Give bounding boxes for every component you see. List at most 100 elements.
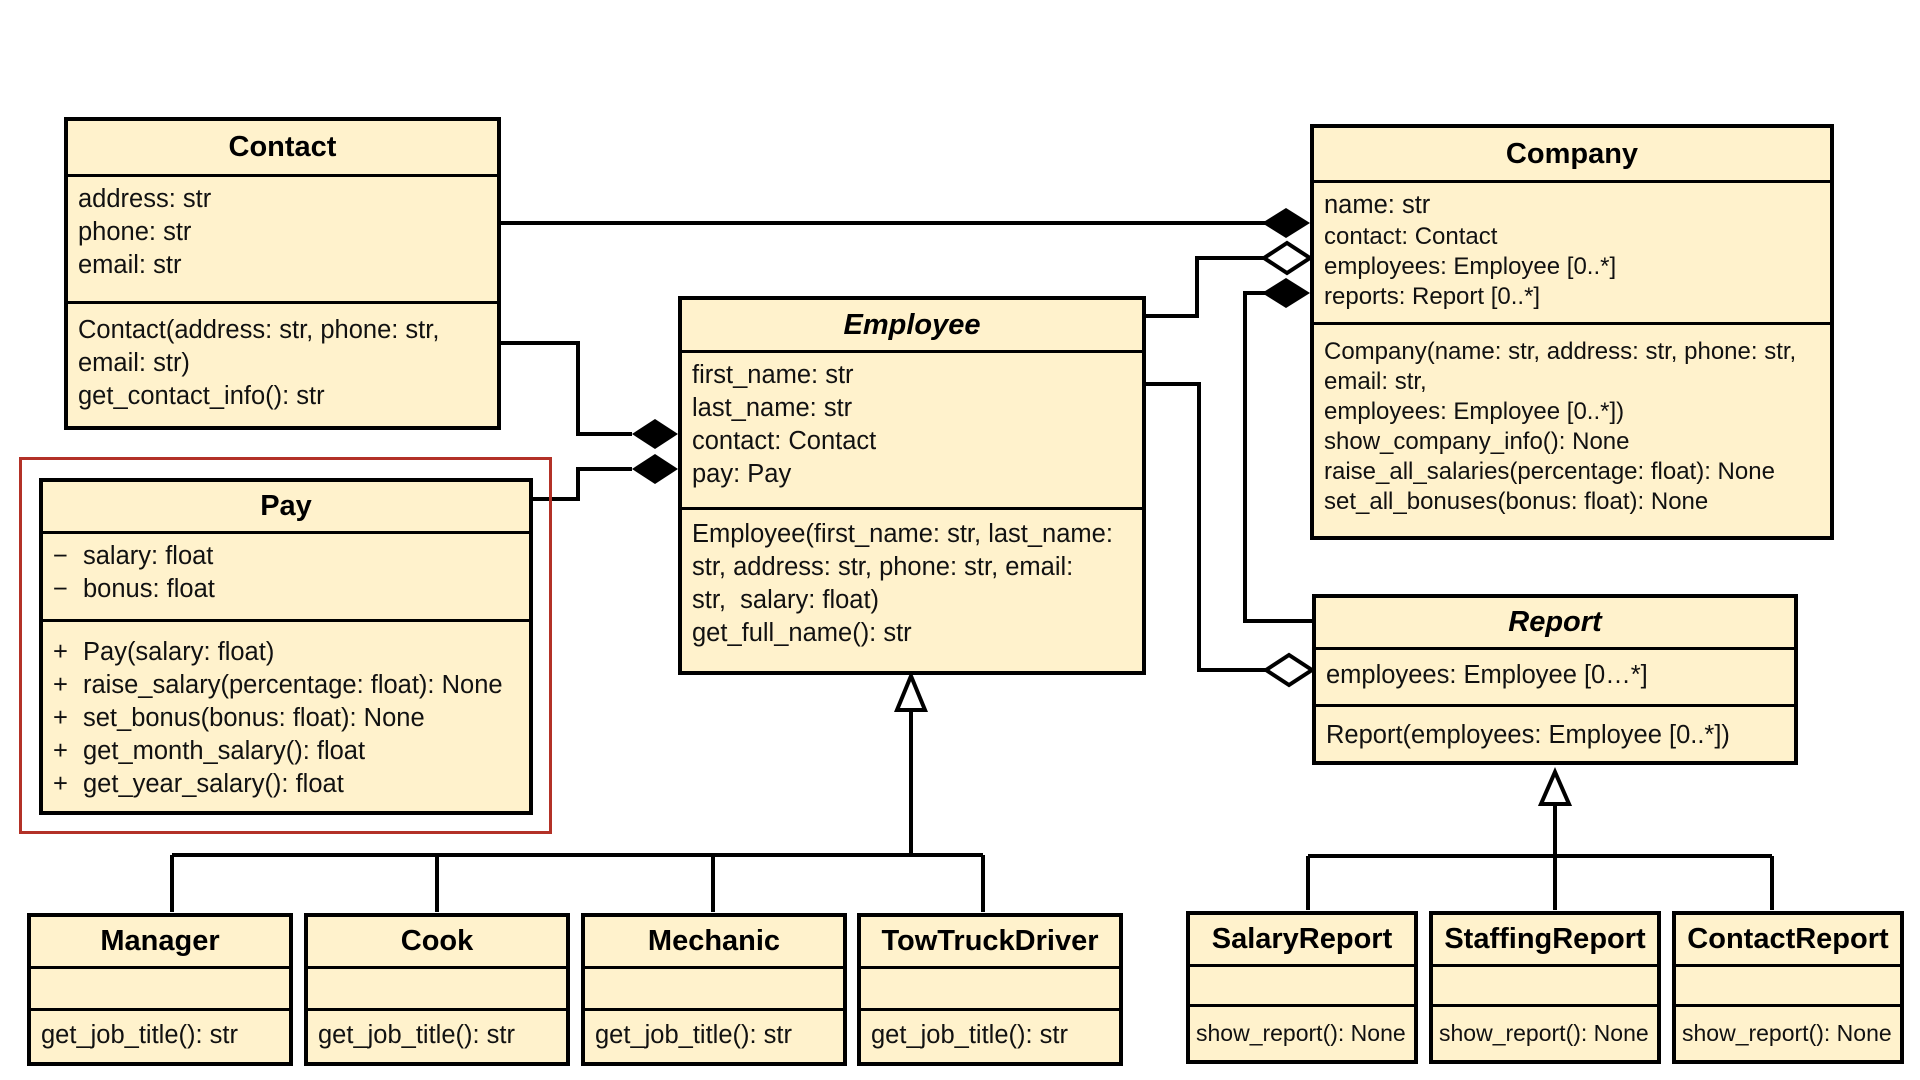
class-cook-methods: get_job_title(): str — [308, 1011, 566, 1062]
class-staffing-report-attributes — [1433, 967, 1657, 1007]
pay-class-highlight-frame — [19, 457, 552, 834]
report-method-constructor: Report(employees: Employee [0..*]) — [1326, 721, 1730, 749]
company-method-raise-all-salaries: raise_all_salaries(percentage: float): N… — [1324, 458, 1775, 485]
class-contact: Contact address: str phone: str email: s… — [64, 117, 501, 430]
employee-inheritance-arrowhead — [894, 670, 928, 712]
class-salary-report-methods: show_report(): None — [1190, 1007, 1414, 1060]
company-reports-composition-diamond — [1262, 278, 1310, 308]
employee-pay-composition-diamond — [632, 454, 678, 484]
pay-method-raise-salary: + raise_salary(percentage: float): None — [53, 669, 519, 702]
class-cook-attributes — [308, 969, 566, 1011]
pay-method-get-year-salary: +get_year_salary(): float — [53, 768, 519, 801]
salary-report-method-show-report: show_report(): None — [1196, 1020, 1406, 1046]
class-tow-truck-driver: TowTruckDriver get_job_title(): str — [857, 913, 1123, 1066]
pay-method-get-month-salary: + get_month_salary(): float — [53, 735, 519, 768]
employee-method-constructor: Employee(first_name: str, last_name: — [692, 520, 1113, 548]
class-manager-methods: get_job_title(): str — [31, 1011, 289, 1062]
company-method-constructor-cont1: email: str, — [1324, 368, 1427, 395]
class-tow-truck-driver-attributes — [861, 969, 1119, 1011]
class-staffing-report: StaffingReport show_report(): None — [1429, 911, 1661, 1064]
class-mechanic-attributes — [585, 969, 843, 1011]
report-inheritance-arrowhead — [1537, 767, 1573, 806]
employee-method-get-full-name: get_full_name(): str — [692, 619, 912, 647]
class-report-attributes: employees: Employee [0…*] — [1316, 650, 1794, 707]
class-salary-report-attributes — [1190, 967, 1414, 1007]
class-staffing-report-title: StaffingReport — [1433, 915, 1657, 967]
class-employee-methods: Employee(first_name: str, last_name: str… — [682, 510, 1142, 671]
pay-attr-salary-text: salary: float — [83, 542, 214, 570]
company-method-set-all-bonuses: set_all_bonuses(bonus: float): None — [1324, 488, 1709, 515]
pay-attr-bonus-text: bonus: float — [83, 575, 215, 603]
pay-attr-bonus: −bonus: float — [53, 573, 519, 606]
pay-employee-composition-line — [531, 467, 632, 501]
pay-method-constructor: +Pay(salary: float) — [53, 636, 519, 669]
pay-method-set-bonus-visibility: + — [53, 704, 68, 732]
pay-attr-salary-visibility: − — [53, 542, 68, 570]
class-pay-attributes: −salary: float −bonus: float — [43, 534, 529, 622]
pay-method-get-month-salary-visibility: + — [53, 737, 68, 765]
class-mechanic-title: Mechanic — [585, 917, 843, 969]
class-pay: Pay −salary: float −bonus: float +Pay(sa… — [39, 478, 533, 815]
class-pay-methods: +Pay(salary: float) + raise_salary(percen… — [43, 622, 529, 811]
contact-method-constructor-cont: email: str) — [78, 349, 190, 377]
contact-attr-email: email: str — [78, 251, 182, 279]
pay-method-set-bonus-text: set_bonus(bonus: float): None — [83, 704, 425, 732]
report-attr-employees: employees: Employee [0…*] — [1326, 661, 1648, 689]
company-method-constructor: Company(name: str, address: str, phone: … — [1324, 338, 1797, 365]
class-company-title: Company — [1314, 128, 1830, 183]
pay-method-raise-salary-text: raise_salary(percentage: float): None — [83, 671, 503, 699]
class-company-methods: Company(name: str, address: str, phone: … — [1314, 325, 1830, 536]
contact-method-constructor: Contact(address: str, phone: str, — [78, 316, 440, 344]
pay-method-set-bonus: + set_bonus(bonus: float): None — [53, 702, 519, 735]
company-method-show-company-info: show_company_info(): None — [1324, 428, 1630, 455]
class-report: Report employees: Employee [0…*] Report(… — [1312, 594, 1798, 765]
class-tow-truck-driver-title: TowTruckDriver — [861, 917, 1119, 969]
class-employee-attributes: first_name: str last_name: str contact: … — [682, 353, 1142, 510]
class-contact-methods: Contact(address: str, phone: str, email:… — [68, 304, 497, 426]
class-manager: Manager get_job_title(): str — [27, 913, 293, 1066]
pay-method-get-year-salary-visibility: + — [53, 770, 68, 798]
employee-report-aggregation-line — [1144, 382, 1270, 672]
pay-method-raise-salary-visibility: + — [53, 671, 68, 699]
manager-method-get-job-title: get_job_title(): str — [41, 1021, 239, 1049]
class-contact-report-attributes — [1676, 967, 1900, 1007]
contact-method-get-contact-info: get_contact_info(): str — [78, 382, 325, 410]
report-company-composition-line — [1243, 291, 1313, 623]
report-employees-aggregation-diamond — [1262, 652, 1316, 688]
class-company-attributes: name: str contact: Contact employees: Em… — [1314, 183, 1830, 325]
class-contact-report-methods: show_report(): None — [1676, 1007, 1900, 1060]
employee-attr-last-name: last_name: str — [692, 394, 853, 422]
employee-method-constructor-cont1: str, address: str, phone: str, email: — [692, 553, 1074, 581]
company-method-constructor-cont2: employees: Employee [0..*]) — [1324, 398, 1625, 425]
class-company: Company name: str contact: Contact emplo… — [1310, 124, 1834, 540]
class-manager-title: Manager — [31, 917, 289, 969]
class-cook: Cook get_job_title(): str — [304, 913, 570, 1066]
pay-method-get-month-salary-text: get_month_salary(): float — [83, 737, 366, 765]
company-employees-aggregation-diamond — [1260, 240, 1314, 276]
class-report-title: Report — [1316, 598, 1794, 650]
pay-method-constructor-visibility: + — [53, 638, 68, 666]
contact-attr-phone: phone: str — [78, 218, 192, 246]
pay-attr-salary: −salary: float — [53, 540, 519, 573]
class-tow-truck-driver-methods: get_job_title(): str — [861, 1011, 1119, 1062]
tow-truck-driver-method-get-job-title: get_job_title(): str — [871, 1021, 1069, 1049]
employee-attr-first-name: first_name: str — [692, 361, 854, 389]
class-staffing-report-methods: show_report(): None — [1433, 1007, 1657, 1060]
class-manager-attributes — [31, 969, 289, 1011]
employee-attr-contact: contact: Contact — [692, 427, 877, 455]
pay-attr-bonus-visibility: − — [53, 575, 68, 603]
mechanic-method-get-job-title: get_job_title(): str — [595, 1021, 793, 1049]
class-contact-report-title: ContactReport — [1676, 915, 1900, 967]
class-report-methods: Report(employees: Employee [0..*]) — [1316, 707, 1794, 761]
class-mechanic-methods: get_job_title(): str — [585, 1011, 843, 1062]
class-pay-title: Pay — [43, 482, 529, 534]
class-employee: Employee first_name: str last_name: str … — [678, 296, 1146, 675]
class-salary-report: SalaryReport show_report(): None — [1186, 911, 1418, 1064]
company-attr-name-text: name: str — [1324, 191, 1431, 219]
contact-employee-composition-line — [500, 341, 632, 436]
contact-report-method-show-report: show_report(): None — [1682, 1020, 1892, 1046]
class-contact-attributes: address: str phone: str email: str — [68, 177, 497, 304]
company-contact-composition-diamond — [1262, 208, 1310, 238]
staffing-report-method-show-report: show_report(): None — [1439, 1020, 1649, 1046]
